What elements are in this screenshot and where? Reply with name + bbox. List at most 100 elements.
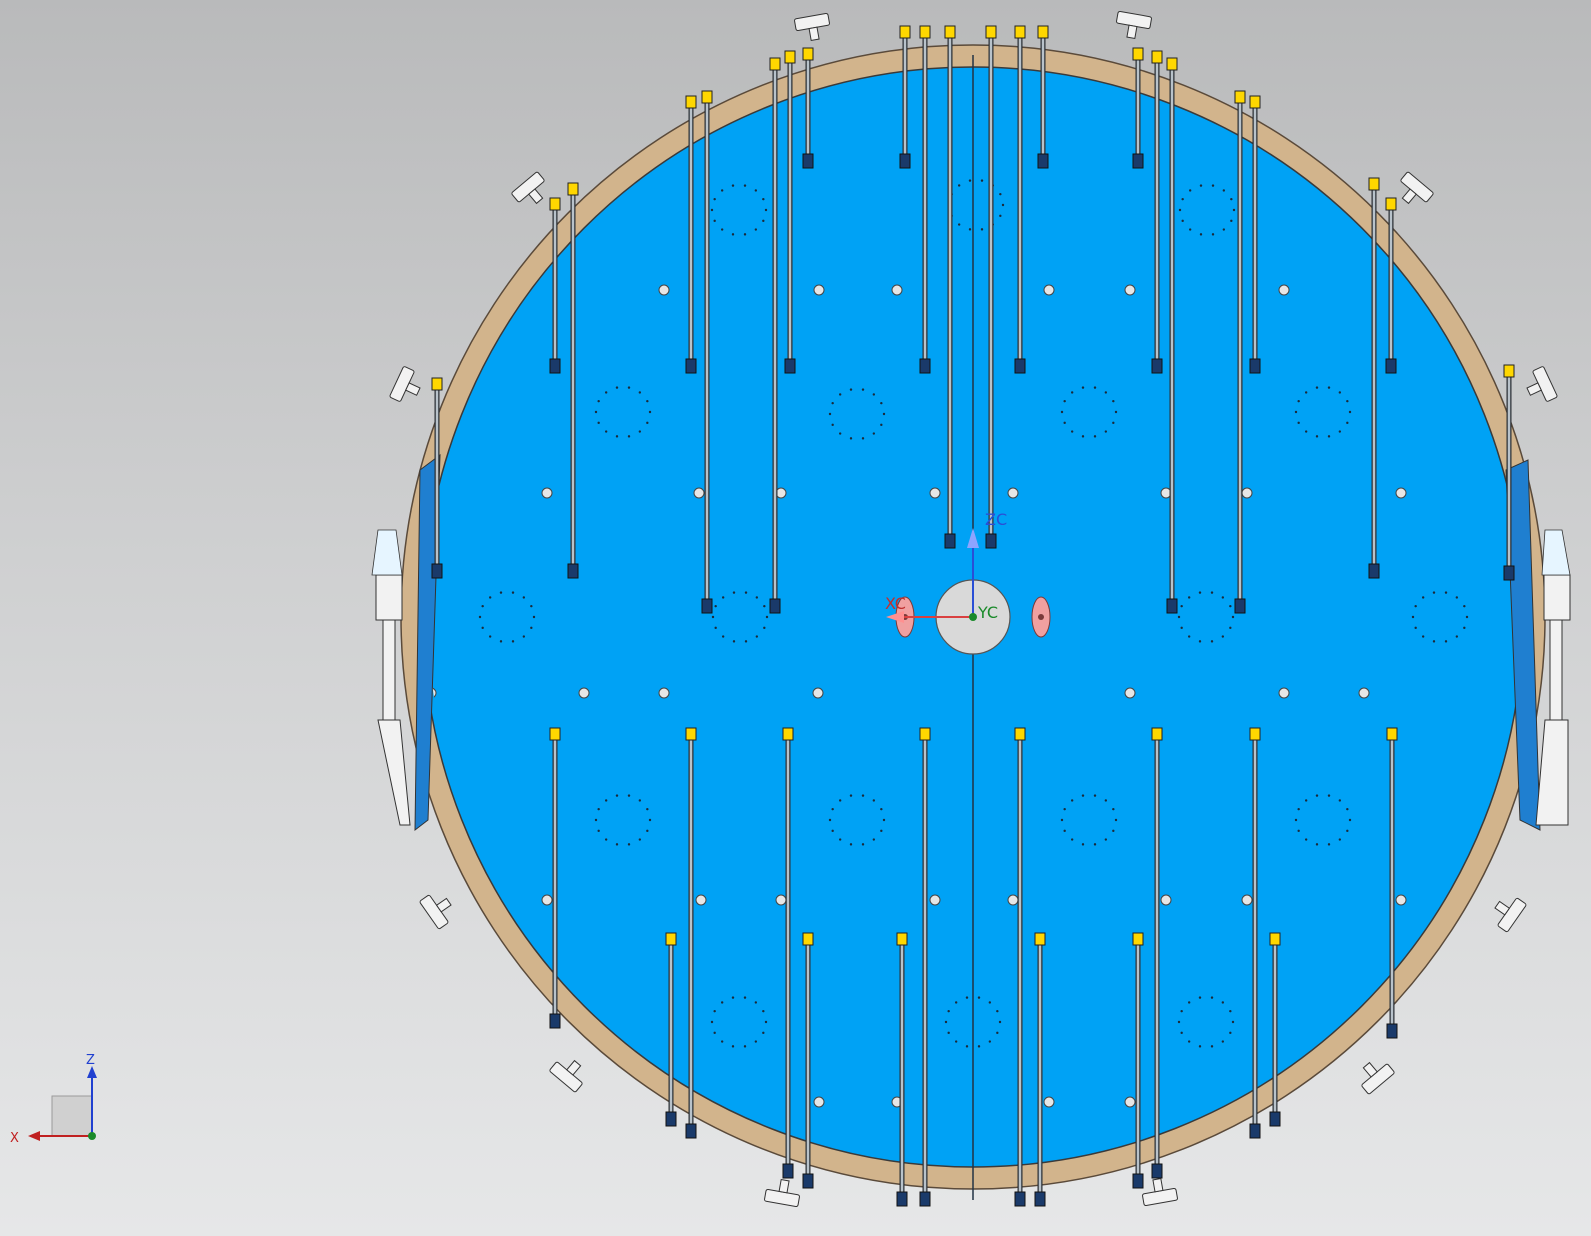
right-side-bracket[interactable] [1535, 529, 1571, 826]
bolt-hole [693, 487, 705, 499]
bolt-hole [1160, 894, 1172, 906]
bolt-hole [891, 284, 903, 296]
bolt-hole [1241, 894, 1253, 906]
rim-clamp [1142, 1177, 1178, 1207]
tie-rod [1151, 50, 1163, 374]
perforation-pattern [710, 996, 768, 1048]
bolt-hole [1519, 431, 1529, 441]
tie-rod [685, 95, 697, 374]
tie-rod [802, 932, 814, 1189]
tie-rod [1269, 932, 1281, 1127]
tie-rod [784, 50, 796, 374]
tie-rod [1014, 727, 1026, 1207]
tie-rod [1132, 932, 1144, 1189]
perforation-pattern [478, 591, 536, 643]
bolt-hole [1124, 1096, 1136, 1108]
perforation-pattern [1177, 591, 1235, 643]
tie-rod [1037, 25, 1049, 169]
rim-clamp [1361, 1061, 1395, 1095]
bolt-hole [541, 894, 553, 906]
rim-clamp [764, 1178, 800, 1208]
tie-rod [431, 377, 443, 579]
tie-rod [685, 727, 697, 1139]
right-pink-lug [1031, 596, 1051, 638]
perforation-pattern [1178, 184, 1236, 236]
bolt-hole [658, 687, 670, 699]
bolt-hole [407, 451, 417, 461]
bolt-hole [1358, 687, 1370, 699]
tie-rod [1249, 727, 1261, 1139]
tie-rod [1386, 727, 1398, 1039]
rim-clamp [549, 1059, 583, 1093]
perforation-pattern [594, 386, 652, 438]
tie-rod [1132, 47, 1144, 169]
tie-rod [549, 727, 561, 1029]
bolt-hole [1241, 487, 1253, 499]
rim-clamp [389, 366, 421, 402]
wcs-x-label: XC [885, 594, 906, 613]
triad-x-label: X [10, 1131, 19, 1146]
bolt-hole [1043, 284, 1055, 296]
perforation-pattern [1060, 794, 1118, 846]
tie-rod [802, 47, 814, 169]
rim-clamps-group [389, 10, 1558, 1208]
bolt-hole [1395, 487, 1407, 499]
tie-rod [549, 197, 561, 374]
bolt-hole [1278, 687, 1290, 699]
tie-rod [1014, 25, 1026, 374]
tie-rod [782, 727, 794, 1179]
triad-z-label: Z [86, 1053, 95, 1068]
tie-rod [919, 727, 931, 1207]
view-triad[interactable]: Z X [10, 1053, 97, 1146]
tie-rod [1234, 90, 1246, 614]
tie-rod [1034, 932, 1046, 1207]
bolt-hole [929, 487, 941, 499]
perforation-pattern [828, 388, 886, 440]
perforation-pattern [828, 794, 886, 846]
tie-rods-group [431, 25, 1515, 1207]
perforation-pattern [1294, 794, 1352, 846]
tie-rod [1166, 57, 1178, 614]
bolt-hole [812, 687, 824, 699]
bolt-hole [1007, 894, 1019, 906]
rim-clamp [1400, 171, 1434, 205]
tie-rod [567, 182, 579, 579]
tie-rod [1385, 197, 1397, 374]
wcs-z-label: ZC [985, 510, 1007, 529]
perforation-pattern [594, 794, 652, 846]
perforation-pattern [711, 591, 769, 643]
tie-rod [985, 25, 997, 549]
tie-rod [1249, 95, 1261, 374]
tie-rod [896, 932, 908, 1207]
rim-clamp [1494, 897, 1527, 933]
tie-rod [1503, 364, 1515, 581]
wcs-y-label: YC [977, 603, 998, 622]
bolt-hole [775, 894, 787, 906]
bolt-hole [695, 894, 707, 906]
bolt-hole [1007, 487, 1019, 499]
tie-rod [899, 25, 911, 169]
perforation-pattern [1060, 386, 1118, 438]
bolt-hole [428, 410, 429, 422]
tie-rod [919, 25, 931, 374]
work-coordinate-system[interactable]: ZC YC XC [885, 510, 1007, 623]
bolt-hole [813, 1096, 825, 1108]
bolt-hole [929, 894, 941, 906]
left-side-bracket[interactable] [371, 529, 411, 826]
bolt-hole [1395, 894, 1407, 906]
bolt-hole [413, 431, 423, 441]
bolt-hole [658, 284, 670, 296]
tie-rod [1151, 727, 1163, 1179]
perforation-pattern [1294, 386, 1352, 438]
tie-rod [665, 932, 677, 1127]
perforation-patterns-group [478, 179, 1469, 1048]
bolt-hole [1278, 284, 1290, 296]
rim-clamp [1116, 10, 1152, 40]
right-side-segment [1505, 459, 1541, 831]
rim-clamp [1526, 366, 1558, 402]
bolt-hole [1124, 687, 1136, 699]
tie-rod [944, 25, 956, 549]
tie-rod [701, 90, 713, 614]
